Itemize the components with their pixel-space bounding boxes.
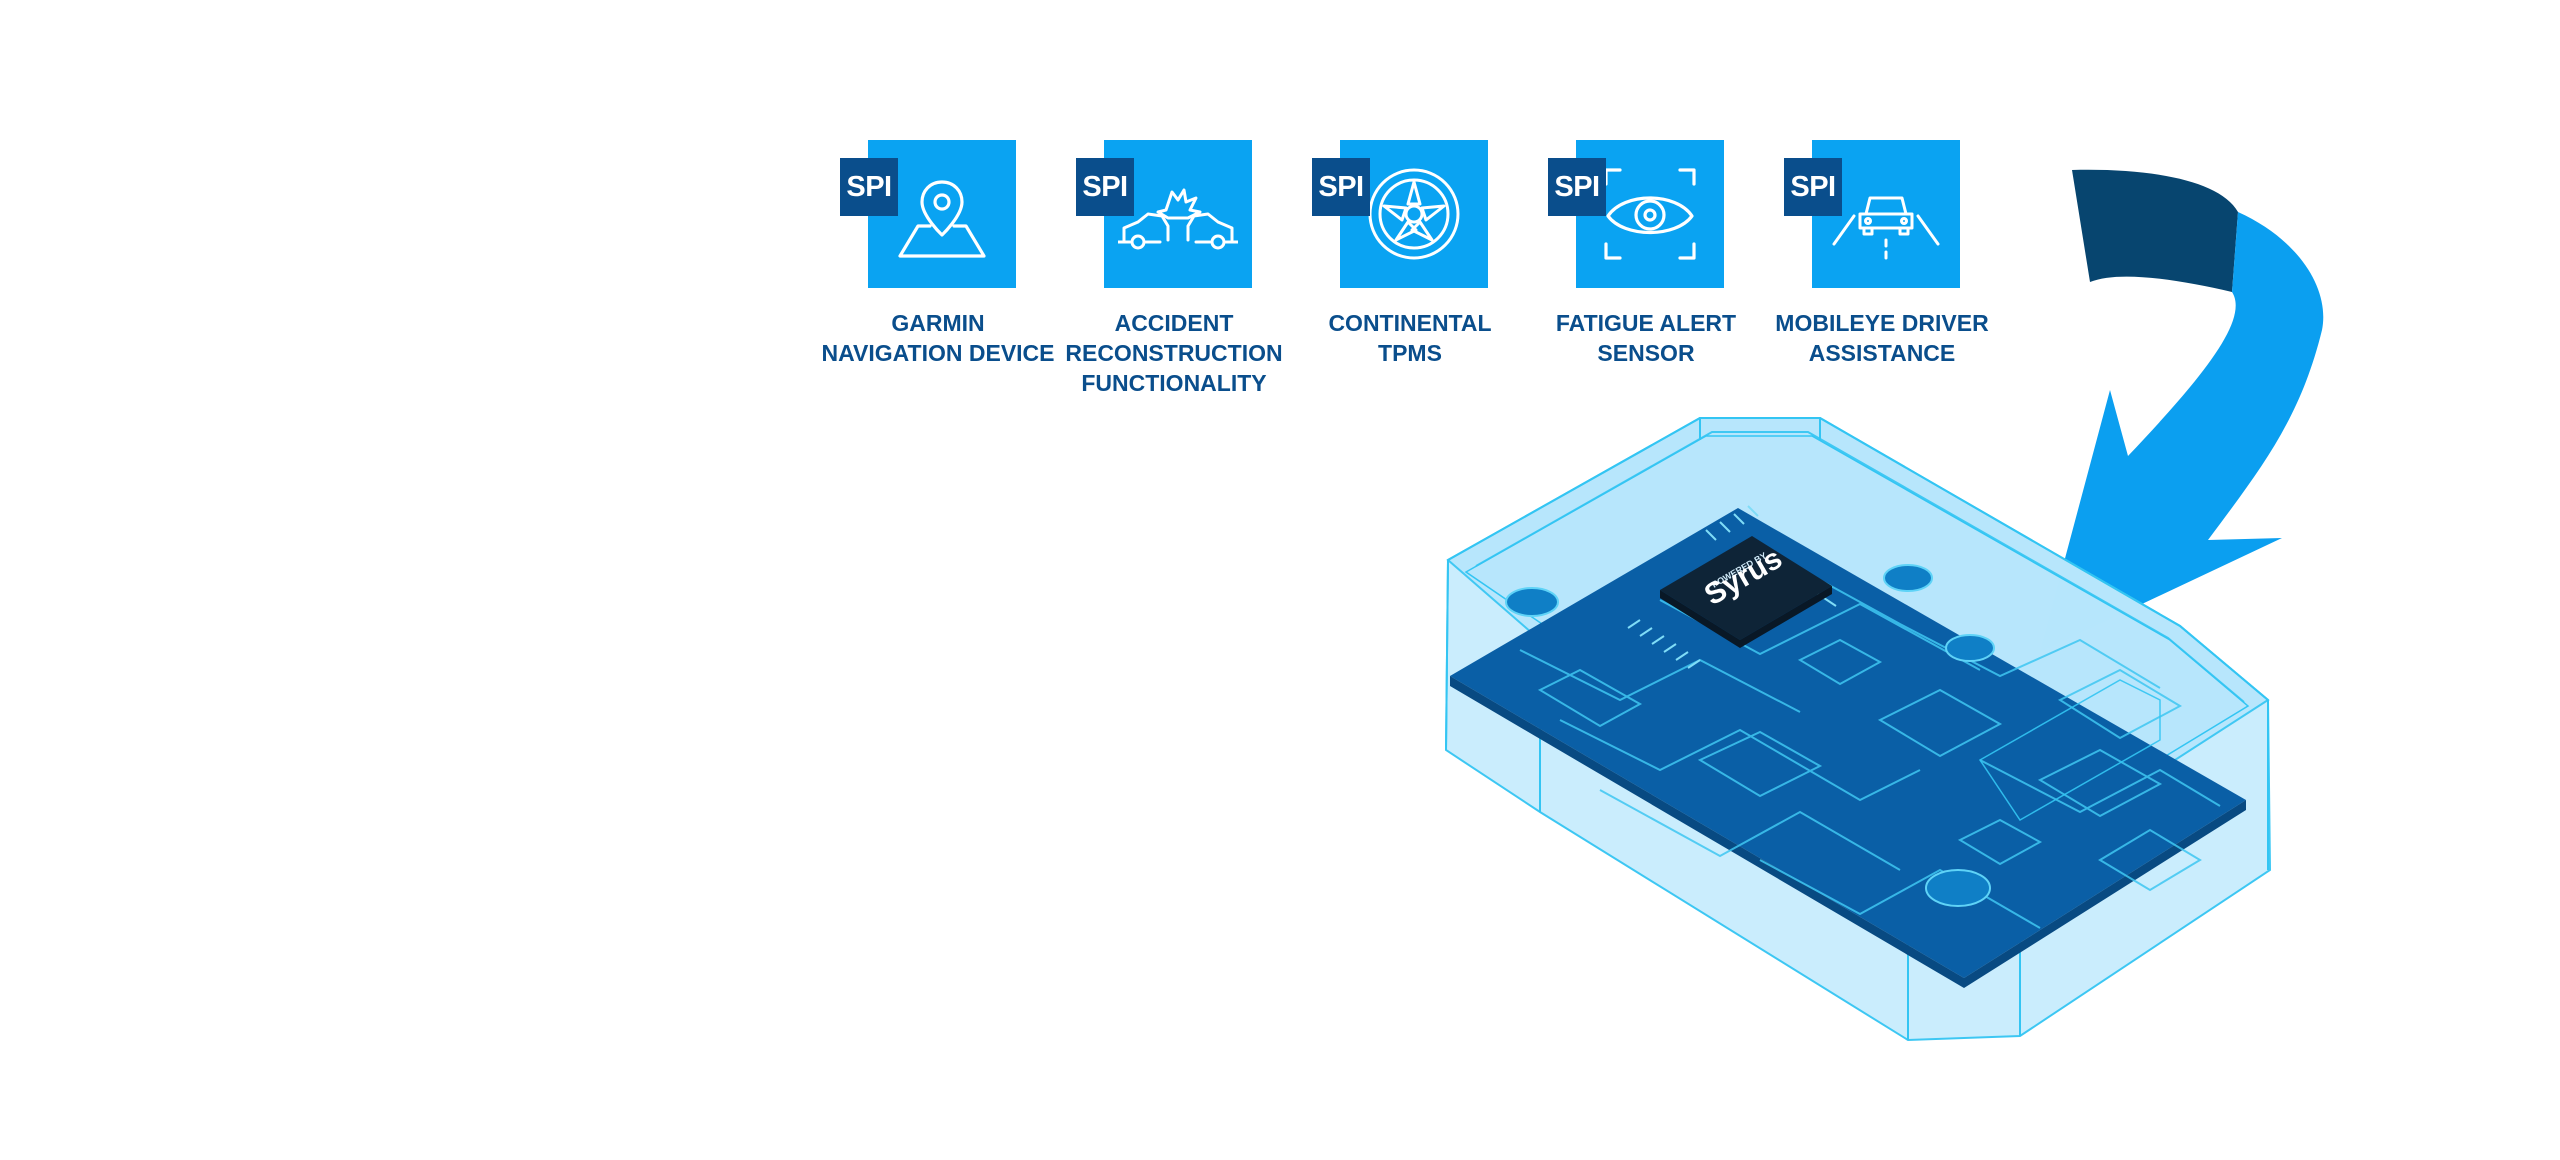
map-pin-icon xyxy=(898,180,986,258)
feature-label: CONTINENTAL TPMS xyxy=(1328,310,1492,366)
feature-label: FATIGUE ALERT SENSOR xyxy=(1555,310,1737,366)
feature-label: MOBILEYE DRIVER ASSISTANCE xyxy=(1775,310,1989,366)
enclosure-rim xyxy=(1447,417,2269,821)
syrus-chip: POWERED BY Syrus xyxy=(1627,505,1837,669)
spi-badge: SPI xyxy=(1076,158,1134,216)
car-crash-icon xyxy=(1118,188,1238,250)
spi-badge: SPI xyxy=(1548,158,1606,216)
spi-badge: SPI xyxy=(1784,158,1842,216)
circuit-board xyxy=(1450,508,2246,988)
feature-label: ACCIDENT RECONSTRUCTION FUNCTIONALITY xyxy=(1065,310,1283,396)
spi-badge: SPI xyxy=(840,158,898,216)
feature-row: SPI GARMIN NAVIGATION DEVICE SPI ACCIDEN xyxy=(0,0,2560,420)
spi-badge: SPI xyxy=(1312,158,1370,216)
tire-icon xyxy=(1368,168,1460,260)
car-lane-icon xyxy=(1832,196,1940,260)
eye-scan-icon xyxy=(1604,168,1696,260)
curved-arrow xyxy=(2040,169,2324,652)
feature-label: GARMIN NAVIGATION DEVICE xyxy=(821,310,1055,366)
